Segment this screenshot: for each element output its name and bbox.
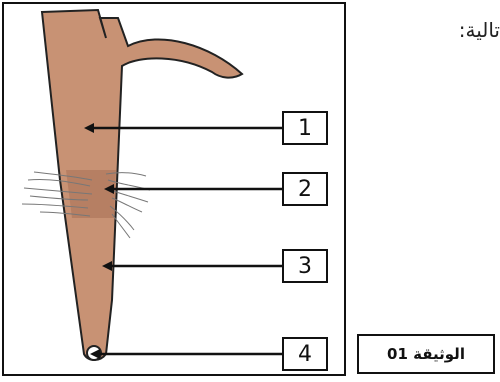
label-box-3: 3 <box>282 249 328 283</box>
label-box-4: 4 <box>282 337 328 371</box>
label-box-2: 2 <box>282 172 328 206</box>
label-number: 4 <box>298 342 312 367</box>
label-number: 2 <box>298 177 312 202</box>
label-number: 1 <box>298 116 312 141</box>
label-number: 3 <box>298 254 312 279</box>
label-box-1: 1 <box>282 111 328 145</box>
document-label-text: الوثيقة 01 <box>387 345 465 363</box>
document-label: الوثيقة 01 <box>357 334 495 374</box>
